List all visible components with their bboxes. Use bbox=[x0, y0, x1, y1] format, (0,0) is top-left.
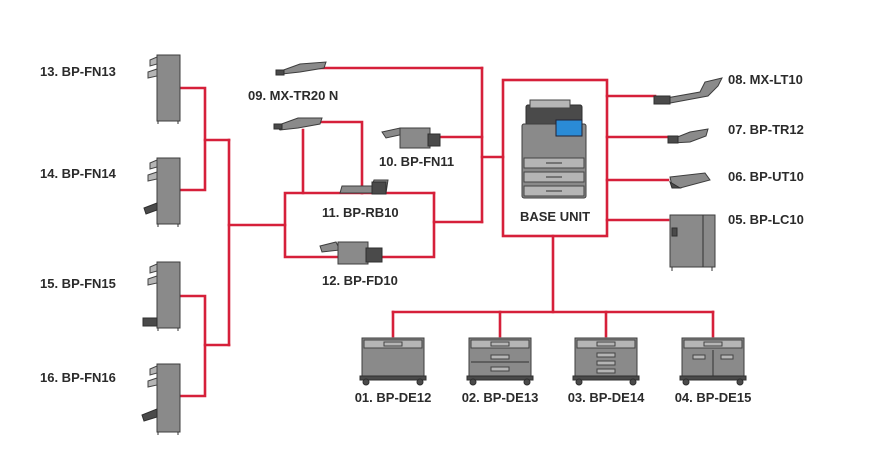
de12-icon[interactable] bbox=[359, 337, 427, 386]
label-fn11: 10. BP-FN11 bbox=[379, 154, 454, 169]
fn11-icon[interactable] bbox=[381, 127, 441, 149]
label-fn15: 15. BP-FN15 bbox=[40, 276, 116, 291]
label-de15: 04. BP-DE15 bbox=[675, 390, 752, 405]
label-de12: 01. BP-DE12 bbox=[355, 390, 432, 405]
fn16-icon[interactable] bbox=[141, 363, 181, 435]
fn13-icon[interactable] bbox=[147, 54, 181, 124]
tr12-icon[interactable] bbox=[667, 128, 709, 144]
ut10-icon[interactable] bbox=[669, 172, 711, 189]
tray-icon[interactable] bbox=[273, 117, 323, 131]
base-unit-printer-icon[interactable] bbox=[521, 99, 587, 199]
label-de14: 03. BP-DE14 bbox=[568, 390, 645, 405]
base-unit-label: BASE UNIT bbox=[520, 209, 590, 224]
label-fn14: 14. BP-FN14 bbox=[40, 166, 117, 181]
label-ut10: 06. BP-UT10 bbox=[728, 169, 804, 184]
label-fd10: 12. BP-FD10 bbox=[322, 273, 398, 288]
connector-lines bbox=[178, 66, 715, 398]
lt10-icon[interactable] bbox=[653, 77, 723, 105]
de14-icon[interactable] bbox=[572, 337, 640, 386]
fd10-icon[interactable] bbox=[319, 241, 383, 265]
tr20-icon[interactable] bbox=[275, 61, 327, 76]
fn14-icon[interactable] bbox=[143, 157, 181, 227]
de13-icon[interactable] bbox=[466, 337, 534, 386]
label-tr20: 09. MX-TR20 N bbox=[248, 88, 338, 103]
label-fn13: 13. BP-FN13 bbox=[40, 64, 116, 79]
label-lt10: 08. MX-LT10 bbox=[728, 72, 803, 87]
de15-icon[interactable] bbox=[679, 337, 747, 386]
label-tr12: 07. BP-TR12 bbox=[728, 122, 804, 137]
label-de13: 02. BP-DE13 bbox=[462, 390, 539, 405]
rb10-icon[interactable] bbox=[339, 179, 389, 195]
label-fn16: 16. BP-FN16 bbox=[40, 370, 116, 385]
label-lc10: 05. BP-LC10 bbox=[728, 212, 804, 227]
fn15-icon[interactable] bbox=[142, 261, 181, 331]
lc10-icon[interactable] bbox=[669, 214, 716, 271]
label-rb10: 11. BP-RB10 bbox=[322, 205, 399, 220]
